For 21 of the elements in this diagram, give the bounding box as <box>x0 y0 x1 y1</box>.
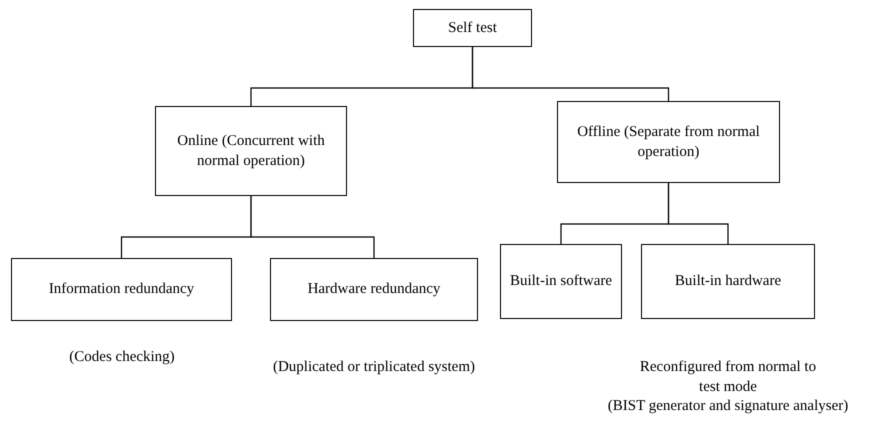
process-box <box>641 244 815 319</box>
box-label: Information redundancy <box>48 280 194 300</box>
connector-line <box>668 183 729 244</box>
box-label: Online (Concurrent with normal operation) <box>176 132 326 171</box>
annotation-text: (Duplicated or triplicated system) <box>272 358 476 377</box>
process-box <box>557 101 780 183</box>
process-box <box>11 258 232 321</box>
annotation-text: (Codes checking) <box>68 348 176 367</box>
process-box <box>155 106 347 196</box>
box-label: Self test <box>448 18 497 38</box>
connector-line <box>250 196 375 258</box>
process-box <box>500 244 622 319</box>
box-label: Hardware redundancy <box>308 280 440 300</box>
annotation-text: (BIST generator and signature analyser) <box>606 397 850 416</box>
process-box <box>413 9 532 47</box>
connector-line <box>472 47 670 101</box>
box-label: Offline (Separate from normal operation) <box>576 122 761 162</box>
process-box <box>270 258 478 321</box>
box-label: Built-in hardware <box>674 272 782 292</box>
box-label: Built-in software <box>510 272 612 292</box>
annotation-text: Reconfigured from normal to test mode <box>638 358 818 396</box>
